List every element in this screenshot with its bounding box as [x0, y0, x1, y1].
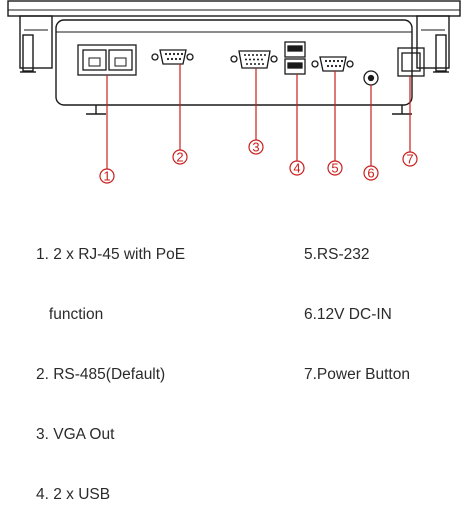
io-panel-diagram: 1 2 3 4 5 6 7	[7, 0, 461, 184]
callout-2: 2	[172, 149, 188, 165]
callout-1: 1	[99, 168, 115, 184]
legend-item-5: 5.RS-232	[304, 246, 370, 263]
callout-7-number: 7	[406, 152, 413, 167]
callout-leaders	[106, 64, 411, 169]
device-outline	[7, 0, 461, 115]
dc-in-jack	[363, 70, 379, 86]
legend-item-1-continued: function	[36, 306, 104, 323]
legend-item-4: 4. 2 x USB	[36, 486, 111, 503]
callout-3: 3	[248, 139, 264, 155]
legend-item-1: 1. 2 x RJ-45 with PoE	[36, 246, 186, 263]
vga-port	[230, 50, 278, 69]
callout-5: 5	[327, 160, 343, 176]
legend-item-7: 7.Power Button	[304, 366, 410, 383]
callout-5-number: 5	[331, 161, 338, 176]
legend-item-2: 2. RS-485(Default)	[36, 366, 166, 383]
callout-1-number: 1	[103, 169, 110, 184]
callout-3-number: 3	[252, 140, 259, 155]
power-button	[397, 47, 425, 77]
rj45-ports	[77, 44, 137, 76]
callout-7: 7	[402, 151, 418, 167]
callout-6-number: 6	[367, 166, 374, 181]
legend-right: 5.RS-232 6.12V DC-IN 7.Power Button	[304, 205, 410, 405]
rs485-db9-port	[151, 49, 194, 65]
callout-4: 4	[289, 160, 305, 176]
callout-4-number: 4	[293, 161, 300, 176]
usb-ports	[284, 41, 306, 75]
legend-item-3: 3. VGA Out	[36, 426, 115, 443]
legend-left: 1. 2 x RJ-45 with PoE function 2. RS-485…	[36, 205, 185, 525]
callouts: 1 2 3 4 5 6 7	[99, 139, 418, 184]
callout-6: 6	[363, 165, 379, 181]
callout-2-number: 2	[176, 150, 183, 165]
legend-item-6: 6.12V DC-IN	[304, 306, 392, 323]
rs232-db9-port	[311, 56, 354, 72]
